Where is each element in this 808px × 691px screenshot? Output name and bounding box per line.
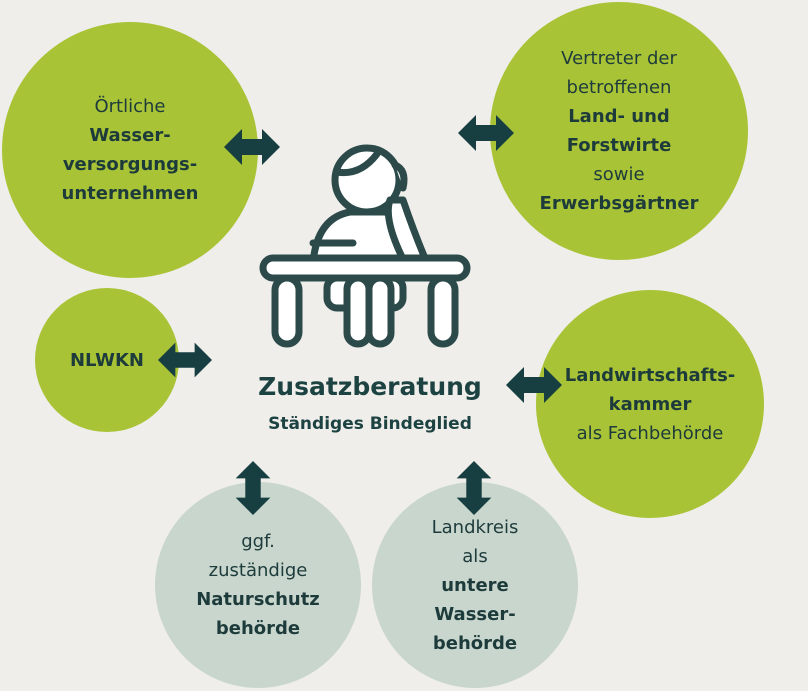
node-text: Naturschutz bbox=[196, 589, 320, 610]
node-landwirte: Vertreter der betroffenen Land- und Fors… bbox=[490, 2, 748, 260]
node-text: kammer bbox=[608, 393, 692, 415]
double-arrow-icon bbox=[158, 342, 212, 378]
node-text: Erwerbsgärtner bbox=[539, 193, 699, 214]
node-text: NLWKN bbox=[69, 349, 144, 371]
node-nlwkn: NLWKN bbox=[35, 288, 179, 432]
node-text: behörde bbox=[215, 618, 301, 639]
node-wasserversorgung: Örtliche Wasser- versorgungs- unternehme… bbox=[2, 22, 258, 278]
node-text: als bbox=[462, 545, 488, 567]
node-text: betroffenen bbox=[566, 77, 672, 98]
node-text: Landkreis bbox=[431, 516, 519, 538]
node-text: als Fachbehörde bbox=[576, 422, 724, 444]
double-arrow-icon bbox=[224, 129, 280, 165]
node-landkreis: Landkreis als untere Wasser- behörde bbox=[372, 482, 578, 688]
node-text: Vertreter der bbox=[561, 48, 677, 69]
node-text: zuständige bbox=[208, 560, 308, 581]
node-text: versorgungs- bbox=[62, 154, 198, 175]
node-text: Landwirtschafts- bbox=[564, 364, 736, 386]
node-text: Land- und bbox=[568, 106, 670, 127]
double-arrow-icon bbox=[458, 115, 514, 151]
double-arrow-icon bbox=[456, 461, 492, 515]
node-naturschutzbehoerde: ggf. zuständige Naturschutz behörde bbox=[155, 482, 361, 688]
node-text: Wasser- bbox=[89, 125, 171, 146]
double-arrow-icon bbox=[235, 461, 271, 515]
double-arrow-icon bbox=[506, 367, 562, 403]
node-text: sowie bbox=[593, 164, 645, 185]
node-text: Wasser- bbox=[434, 603, 516, 625]
node-text: Forstwirte bbox=[566, 135, 672, 156]
node-text: untere bbox=[441, 574, 509, 596]
node-text: ggf. bbox=[241, 531, 275, 552]
node-landwirtschaftskammer: Landwirtschafts- kammer als Fachbehörde bbox=[536, 290, 764, 518]
center-title: Zusatzberatung bbox=[258, 372, 482, 401]
node-text: behörde bbox=[432, 632, 518, 654]
node-text: Örtliche bbox=[94, 96, 166, 117]
node-text: unternehmen bbox=[61, 183, 199, 204]
person-at-desk-icon bbox=[259, 144, 471, 348]
center-subtitle: Ständiges Bindeglied bbox=[268, 414, 472, 434]
